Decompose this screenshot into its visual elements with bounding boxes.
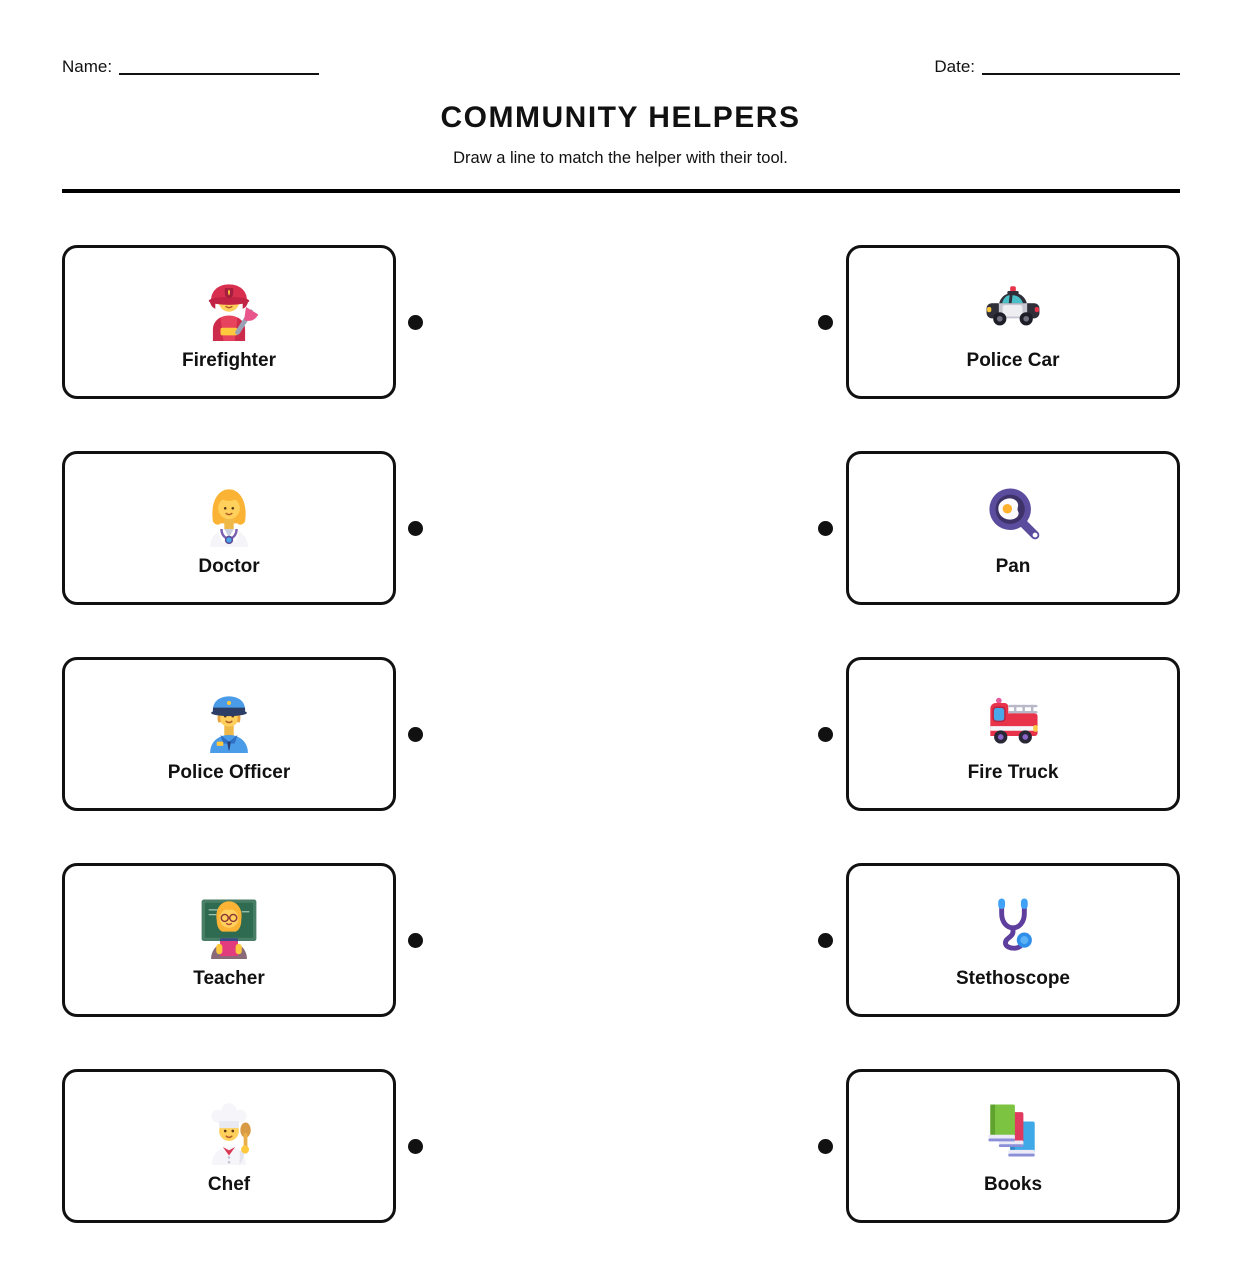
chef-icon: [195, 1097, 263, 1165]
name-input-line[interactable]: [119, 69, 320, 75]
helper-label: Firefighter: [182, 349, 276, 371]
match-dot-helper-teacher[interactable]: [408, 932, 423, 948]
tool-label: Fire Truck: [967, 761, 1059, 783]
tool-card-pan[interactable]: Pan: [846, 451, 1180, 605]
firefighter-icon: [195, 273, 263, 341]
match-row: Chef Books: [62, 1069, 1180, 1223]
matching-area: Firefighter Police Car Doctor Pan Police…: [62, 245, 1180, 1275]
match-dot-tool-police-car[interactable]: [818, 314, 833, 330]
tool-card-stethoscope[interactable]: Stethoscope: [846, 863, 1180, 1017]
tool-card-books[interactable]: Books: [846, 1069, 1180, 1223]
match-dot-helper-police-officer[interactable]: [408, 726, 423, 742]
name-field: Name:: [62, 57, 320, 77]
tool-card-police-car[interactable]: Police Car: [846, 245, 1180, 399]
match-row: Doctor Pan: [62, 451, 1180, 605]
match-dot-helper-chef[interactable]: [408, 1138, 423, 1154]
helper-card-doctor[interactable]: Doctor: [62, 451, 396, 605]
helper-label: Chef: [207, 1173, 251, 1195]
helper-card-police-officer[interactable]: Police Officer: [62, 657, 396, 811]
match-dot-tool-books[interactable]: [818, 1138, 833, 1154]
tool-label: Books: [983, 1173, 1043, 1195]
helper-card-firefighter[interactable]: Firefighter: [62, 245, 396, 399]
worksheet-header: Name: Date:: [62, 57, 1180, 77]
doctor-icon: [195, 479, 263, 547]
match-row: Firefighter Police Car: [62, 245, 1180, 399]
date-field: Date:: [934, 57, 1180, 77]
tool-label: Pan: [995, 555, 1031, 577]
match-dot-helper-firefighter[interactable]: [408, 314, 423, 330]
pan-icon: [979, 479, 1047, 547]
date-input-line[interactable]: [982, 69, 1180, 75]
helper-label: Teacher: [193, 967, 265, 989]
tool-label: Police Car: [966, 349, 1060, 371]
match-row: Teacher Stethoscope: [62, 863, 1180, 1017]
helper-card-chef[interactable]: Chef: [62, 1069, 396, 1223]
page-title: COMMUNITY HELPERS: [440, 101, 801, 134]
tool-card-fire-truck[interactable]: Fire Truck: [846, 657, 1180, 811]
match-dot-tool-pan[interactable]: [818, 520, 833, 536]
name-label: Name:: [62, 57, 113, 76]
header-divider: [62, 189, 1180, 193]
books-icon: [979, 1097, 1047, 1165]
fire-truck-icon: [979, 685, 1047, 753]
stethoscope-icon: [979, 891, 1047, 959]
teacher-icon: [195, 891, 263, 959]
match-dot-tool-stethoscope[interactable]: [818, 932, 833, 948]
page-subtitle: Draw a line to match the helper with the…: [453, 149, 788, 167]
tool-label: Stethoscope: [955, 967, 1071, 989]
match-row: Police Officer Fire Truck: [62, 657, 1180, 811]
police-officer-icon: [195, 685, 263, 753]
match-dot-tool-fire-truck[interactable]: [818, 726, 833, 742]
date-label: Date:: [934, 57, 975, 76]
helper-label: Doctor: [198, 555, 260, 577]
match-dot-helper-doctor[interactable]: [408, 520, 423, 536]
helper-label: Police Officer: [167, 761, 291, 783]
helper-card-teacher[interactable]: Teacher: [62, 863, 396, 1017]
police-car-icon: [979, 273, 1047, 341]
